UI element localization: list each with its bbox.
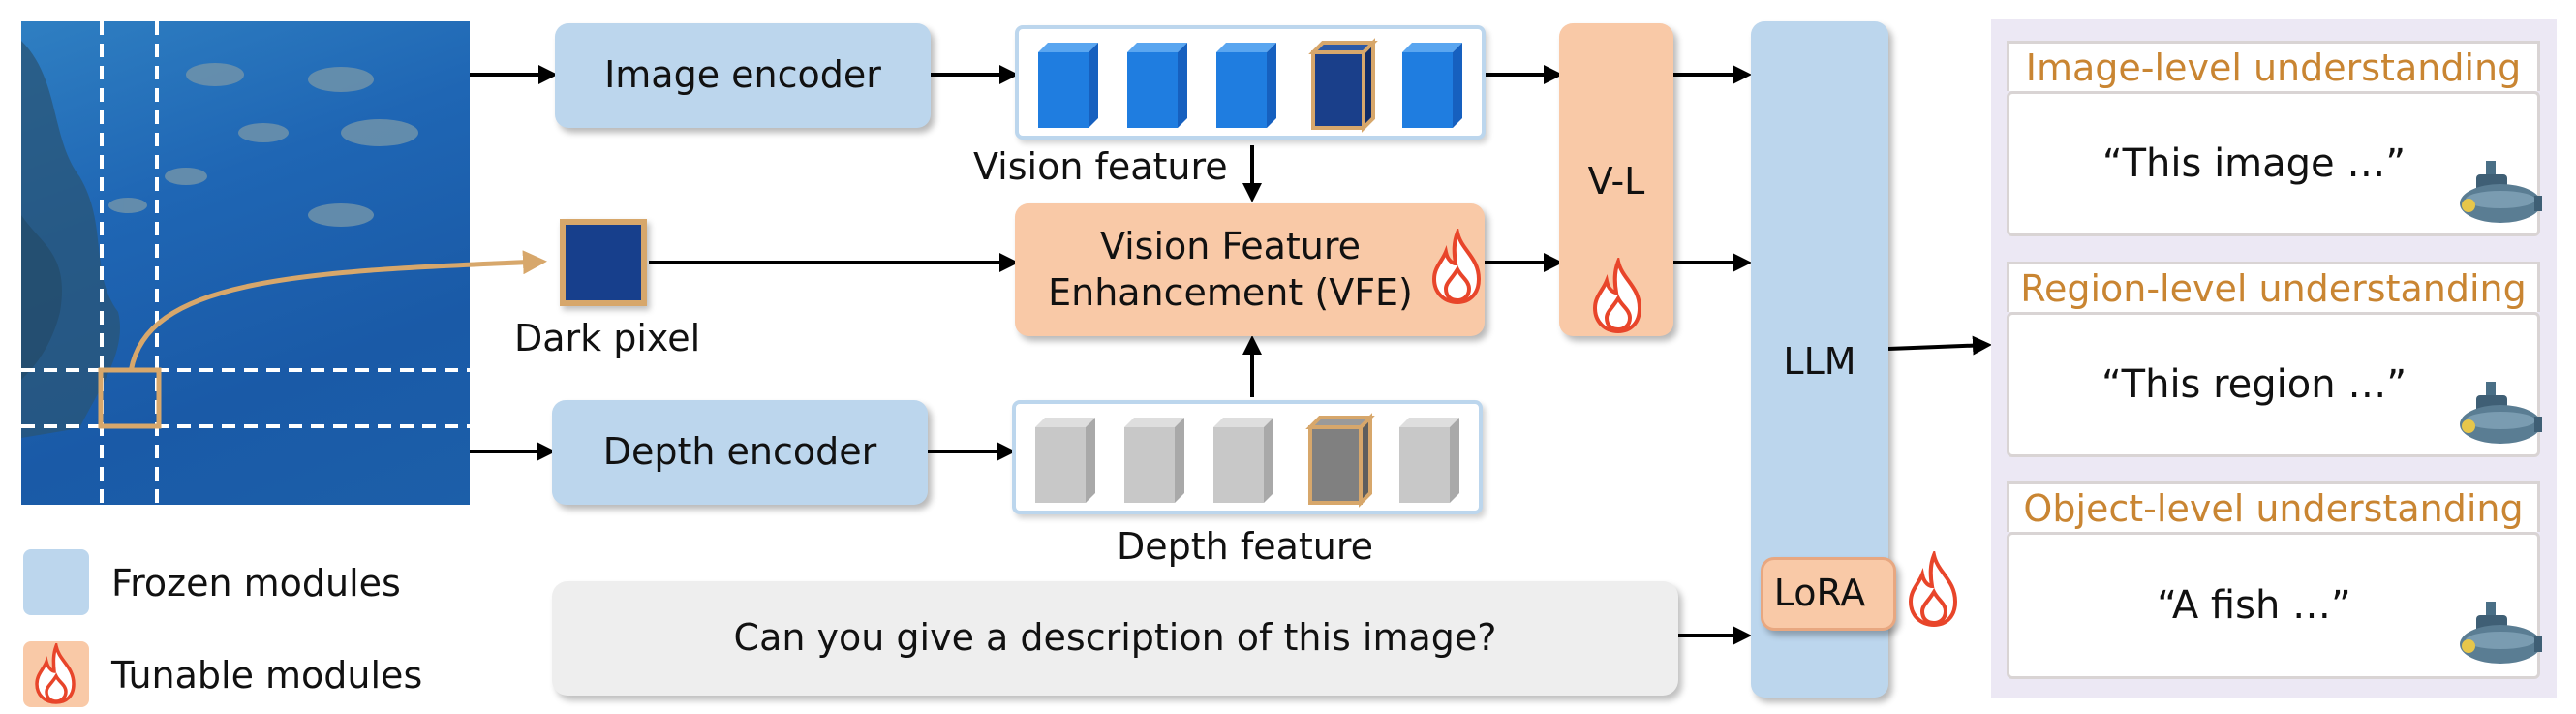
output-text-region-level: “This region …” xyxy=(2101,362,2407,407)
underwater-scene xyxy=(21,21,470,505)
llm-label: LLM xyxy=(1783,340,1856,383)
flame-icon xyxy=(1592,258,1642,334)
depth-cube xyxy=(1399,418,1459,503)
text-prompt-box: Can you give a description of this image… xyxy=(552,581,1678,696)
depth-encoder-label: Depth encoder xyxy=(602,430,877,474)
depth-encoder-module: Depth encoder xyxy=(552,400,928,505)
legend-frozen-label: Frozen modules xyxy=(111,562,401,605)
vision-cube xyxy=(1216,43,1276,128)
vision-cube xyxy=(1402,43,1462,128)
vl-projector-module: V-L xyxy=(1559,23,1673,336)
depth-cube xyxy=(1124,418,1184,503)
dark-pixel-swatch xyxy=(560,219,647,306)
lora-label: LoRA xyxy=(1773,572,1866,615)
flame-icon xyxy=(1431,229,1482,305)
image-encoder-label: Image encoder xyxy=(604,53,881,97)
submarine-icon xyxy=(2460,161,2542,223)
depth-feature-block xyxy=(1012,400,1483,514)
legend-frozen-swatch xyxy=(23,549,89,615)
vision-feature-label: Vision feature xyxy=(973,145,1228,188)
flame-icon xyxy=(35,643,76,704)
submarine-icon xyxy=(2460,382,2542,444)
depth-cube xyxy=(1035,418,1095,503)
output-title-image-level: Image-level understanding xyxy=(2007,41,2540,91)
dark-pixel-label: Dark pixel xyxy=(514,317,701,359)
vision-feature-cubes xyxy=(1038,38,1462,133)
vision-cube-highlighted xyxy=(1308,38,1378,133)
vfe-module: Vision Feature Enhancement (VFE) xyxy=(1015,203,1485,336)
output-title-object-level: Object-level understanding xyxy=(2007,481,2540,532)
depth-cube-highlighted xyxy=(1305,413,1375,508)
depth-feature-label: Depth feature xyxy=(1117,525,1374,568)
image-encoder-module: Image encoder xyxy=(555,23,931,128)
vision-cube xyxy=(1127,43,1187,128)
vision-cube xyxy=(1038,43,1098,128)
vfe-label-line2: Enhancement (VFE) xyxy=(1048,270,1413,314)
output-text-object-level: “A fish …” xyxy=(2157,583,2351,628)
output-title-region-level: Region-level understanding xyxy=(2007,262,2540,312)
vfe-label-line1: Vision Feature xyxy=(1099,225,1362,267)
underwater-input-image xyxy=(21,21,470,505)
output-card-object-level: “A fish …” xyxy=(2007,532,2540,679)
submarine-icon xyxy=(2460,602,2542,664)
depth-cube xyxy=(1213,418,1273,503)
vl-label: V-L xyxy=(1587,160,1645,202)
output-text-image-level: “This image …” xyxy=(2101,141,2407,186)
text-prompt: Can you give a description of this image… xyxy=(733,616,1497,660)
legend-tunable-label: Tunable modules xyxy=(111,654,423,697)
depth-feature-cubes xyxy=(1035,413,1459,508)
output-card-region-level: “This region …” xyxy=(2007,312,2540,457)
lora-module: LoRA xyxy=(1761,557,1896,631)
vision-feature-block xyxy=(1015,25,1486,140)
output-card-image-level: “This image …” xyxy=(2007,91,2540,236)
flame-icon xyxy=(1908,551,1958,628)
